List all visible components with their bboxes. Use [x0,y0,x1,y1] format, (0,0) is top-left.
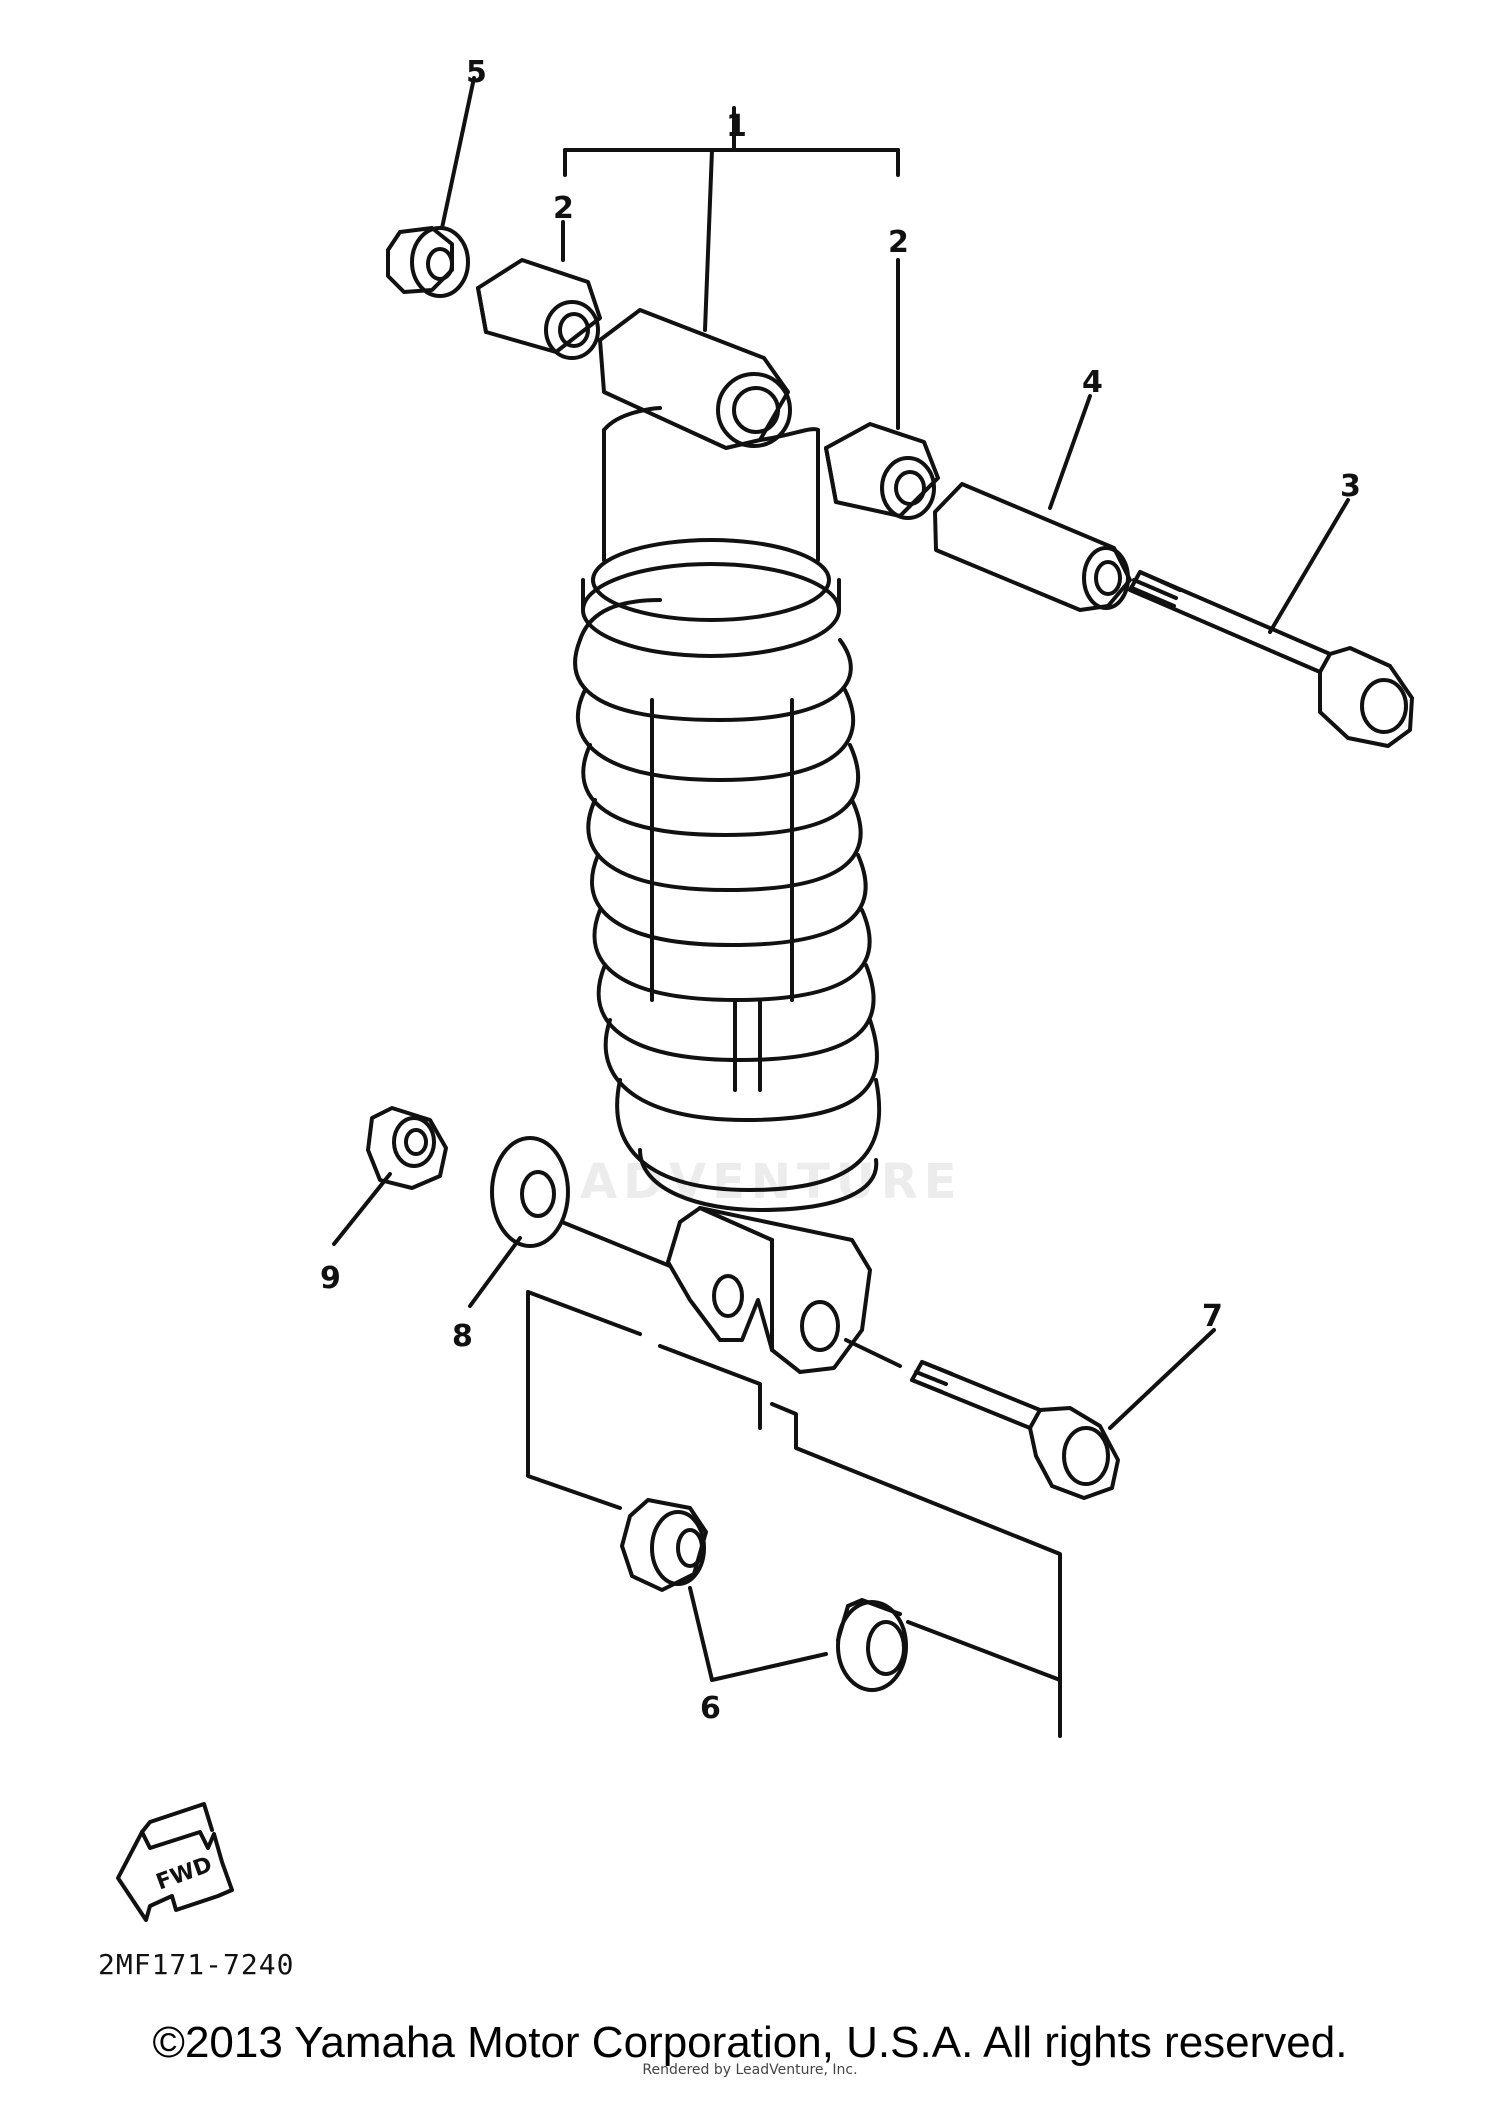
copyright-notice: ©2013 Yamaha Motor Corporation, U.S.A. A… [152,2018,1348,2067]
bolt-part-7 [844,1328,1216,1500]
bushing-part-1 [598,308,792,450]
fwd-label: FWD [153,1852,216,1895]
callout-4: 4 [1082,365,1103,400]
callout-2-right: 2 [888,225,909,260]
callout-1-bracket [563,106,900,332]
callout-1: 1 [726,109,747,144]
callout-9: 9 [320,1261,341,1296]
shock-upper-body [581,406,841,658]
callout-7: 7 [1202,1299,1223,1334]
mounting-guide-lines [526,1290,1062,1738]
nut-part-5 [386,76,476,298]
bushing-part-6-right [836,1598,908,1692]
washer-part-8 [468,1136,672,1308]
collar-part-2-right [824,258,940,520]
callout-2-left: 2 [553,191,574,226]
callout-8: 8 [452,1319,473,1354]
callout-5: 5 [466,55,487,90]
bushing-part-6-left [620,1498,828,1682]
nut-part-9 [332,1106,448,1246]
callout-labels: 5 1 2 2 4 3 7 9 8 6 [320,55,1361,1726]
callout-6: 6 [700,1691,721,1726]
bolt-part-3 [1128,498,1414,748]
collar-part-2-left [476,220,602,360]
fwd-arrow-icon: FWD [116,1802,234,1922]
rendered-by-notice: Rendered by LeadVenture, Inc. [642,2062,858,2078]
watermark-text: ADVENTURE [580,1154,963,1210]
callout-3: 3 [1340,469,1361,504]
collar-part-4 [933,394,1132,612]
coil-spring [573,598,882,1212]
lower-clevis [666,1206,872,1374]
diagram-part-code: 2MF171-7240 [98,1948,295,1981]
